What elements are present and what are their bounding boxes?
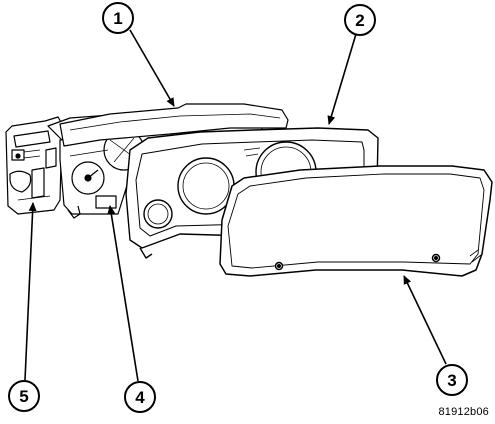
upper-shroud-part xyxy=(59,103,289,147)
leader-line-2 xyxy=(327,33,357,125)
callout-1: 1 xyxy=(102,2,134,34)
svg-text:3: 3 xyxy=(447,371,456,390)
leader-line-3 xyxy=(403,275,447,365)
callout-2: 2 xyxy=(344,4,376,36)
figure-id-label: 81912b06 xyxy=(438,406,489,418)
callout-5: 5 xyxy=(8,380,40,412)
svg-text:5: 5 xyxy=(19,387,28,406)
leader-line-1 xyxy=(129,29,175,107)
leader-line-5 xyxy=(24,202,37,381)
leader-line-4 xyxy=(107,205,139,382)
callout-3: 3 xyxy=(436,364,468,396)
leader-lines xyxy=(24,29,447,382)
svg-text:1: 1 xyxy=(113,9,122,28)
front-lens-part xyxy=(219,165,493,277)
callout-4: 4 xyxy=(124,381,156,413)
svg-text:4: 4 xyxy=(135,388,145,407)
svg-text:2: 2 xyxy=(355,11,364,30)
